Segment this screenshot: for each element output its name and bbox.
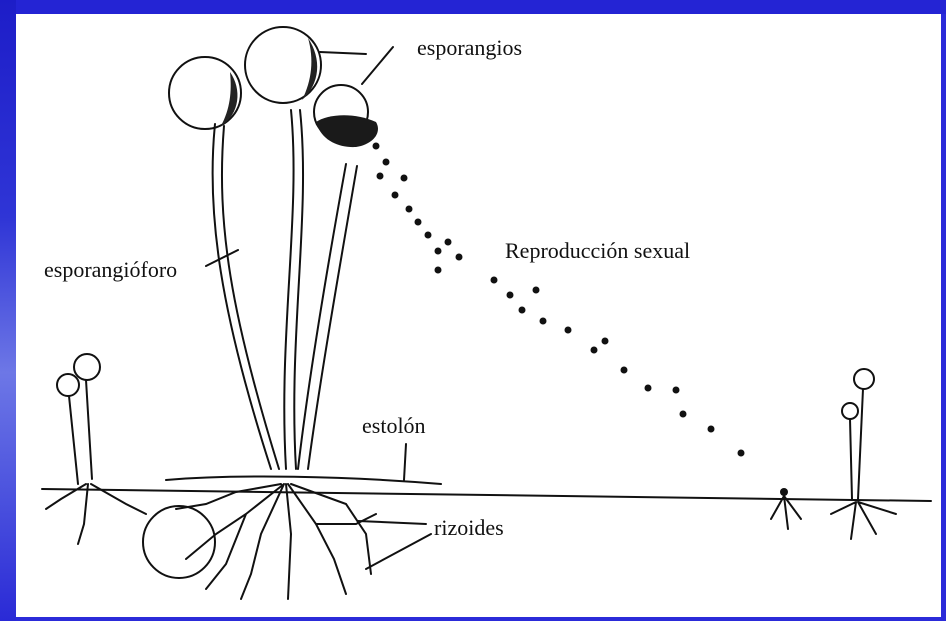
diagram-panel: esporangios esporangióforo Reproducción … — [16, 14, 941, 617]
sporangium-shadow-left — [221, 72, 237, 126]
ground-line — [42, 489, 931, 501]
label-esporangios: esporangios — [417, 37, 522, 59]
spore-dot — [708, 426, 715, 433]
sporangium-middle — [245, 27, 321, 103]
label-reproduccion: Reproducción sexual — [505, 240, 690, 262]
small-rhizoids-left — [46, 484, 146, 544]
spore-dot — [383, 159, 390, 166]
spore-dot — [680, 411, 687, 418]
sporangiophore-middle — [284, 110, 303, 469]
small-sporangium-right-2 — [842, 403, 858, 419]
left-border — [0, 0, 16, 621]
small-rhizoids-right — [831, 502, 896, 539]
esporangioforo-pointer — [206, 250, 238, 266]
rizoides-pointer-2 — [366, 534, 431, 569]
sporangiophore-right — [298, 164, 357, 469]
top-border — [0, 0, 946, 14]
spore-dot — [507, 292, 514, 299]
spore-dot — [519, 307, 526, 314]
rhizoids-main — [176, 484, 376, 599]
label-estolon: estolón — [362, 415, 426, 437]
spore-dot — [673, 387, 680, 394]
spore-dot — [591, 347, 598, 354]
germinating-spore — [780, 488, 788, 496]
small-sporangium-left-1 — [74, 354, 100, 380]
spore-dot — [415, 219, 422, 226]
spore-dot — [435, 248, 442, 255]
spore-dot — [565, 327, 572, 334]
esporangios-pointer-1 — [320, 52, 366, 54]
spore-dot — [401, 175, 408, 182]
spore-dot — [445, 239, 452, 246]
sporangium-left — [169, 57, 241, 129]
spore-dot — [621, 367, 628, 374]
germinating-spore-rhizoids — [771, 496, 801, 529]
sporangium-shadow-middle — [302, 38, 317, 100]
rizoides-pointer-1 — [358, 521, 426, 524]
spore-dot — [602, 338, 609, 345]
estolon-line — [166, 477, 441, 484]
label-esporangioforo: esporangióforo — [44, 259, 177, 281]
estolon-pointer — [404, 444, 406, 480]
small-sporangium-left-2 — [57, 374, 79, 396]
esporangios-pointer-2 — [362, 47, 393, 84]
spore-dot — [533, 287, 540, 294]
spore-dot — [491, 277, 498, 284]
spore-dot — [392, 192, 399, 199]
spore-dot — [540, 318, 547, 325]
spore-dot — [377, 173, 384, 180]
spore-dot — [373, 143, 380, 150]
spore-dot — [406, 206, 413, 213]
spore-dots — [373, 143, 745, 457]
spore-dot — [425, 232, 432, 239]
spore-dot — [456, 254, 463, 261]
spores-bursting — [316, 115, 378, 147]
small-sporangium-right-1 — [854, 369, 874, 389]
spore-dot — [435, 267, 442, 274]
label-rizoides: rizoides — [434, 517, 504, 539]
rhizoid-magnifier — [143, 506, 215, 578]
spore-dot — [645, 385, 652, 392]
spore-dot — [738, 450, 745, 457]
sporangiophore-left — [213, 124, 279, 469]
